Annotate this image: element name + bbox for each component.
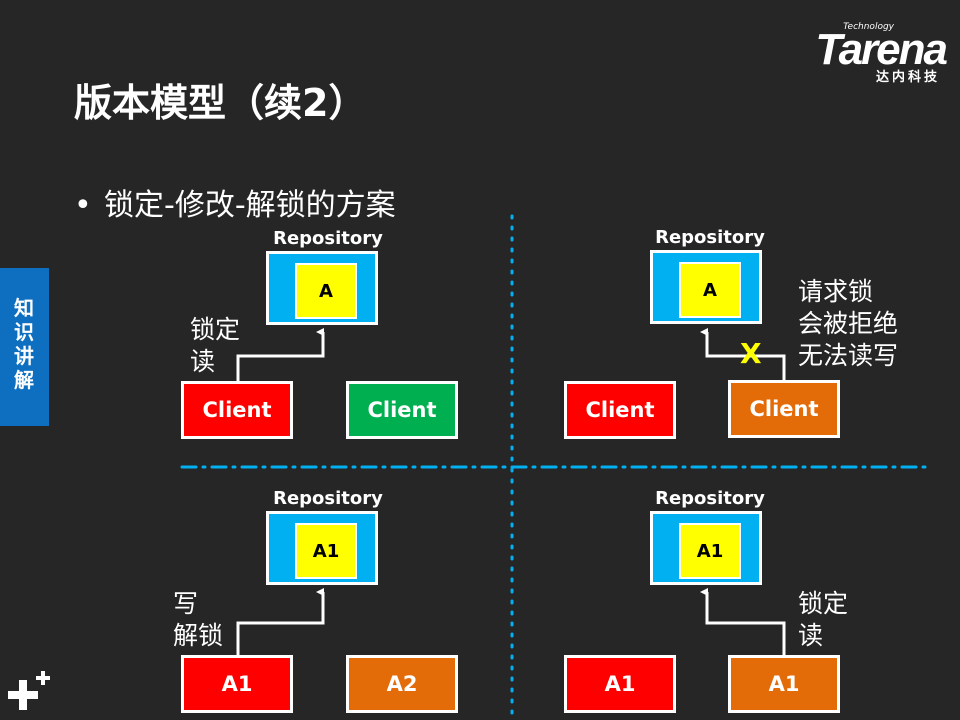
q1-client-left: Client	[181, 381, 293, 439]
q3-repository-label: Repository	[273, 488, 383, 509]
q4-repository-label: Repository	[655, 488, 765, 509]
q4-client-right: A1	[728, 655, 840, 713]
q4-connector-arrow	[700, 588, 786, 655]
q4-client-left: A1	[564, 655, 676, 713]
q3-client-left: A1	[181, 655, 293, 713]
q2-connector-arrow	[700, 328, 786, 380]
bullet-text: 锁定-修改-解锁的方案	[104, 188, 396, 223]
q2-client-right: Client	[728, 380, 840, 438]
q4-repository-item: A1	[679, 523, 741, 579]
q3-note: 写 解锁	[173, 589, 224, 650]
tarena-logo: Technology Tarena 达内科技	[776, 22, 948, 85]
q2-client-left: Client	[564, 381, 676, 439]
q1-repository-item: A	[295, 263, 357, 319]
side-tab-label: 知识讲解	[14, 296, 34, 392]
q1-repository-label: Repository	[273, 228, 383, 249]
q4-repository: A1	[650, 511, 762, 585]
q4-note: 锁定 读	[798, 589, 849, 650]
slide-title: 版本模型（续2）	[74, 81, 367, 125]
logo-brand: Tarena	[815, 25, 948, 74]
deny-x-icon: X	[740, 337, 762, 370]
q2-repository: A	[650, 250, 762, 324]
q1-repository: A	[266, 251, 378, 325]
q3-connector-arrow	[236, 588, 325, 655]
q2-note: 请求锁 会被拒绝 无法读写	[798, 277, 899, 370]
logo-tagline: Technology	[843, 22, 894, 32]
q2-repository-label: Repository	[655, 227, 765, 248]
q3-repository: A1	[266, 511, 378, 585]
q3-client-right: A2	[346, 655, 458, 713]
plus-decoration-icon	[8, 664, 58, 716]
q1-connector-arrow	[236, 328, 325, 381]
q1-client-right: Client	[346, 381, 458, 439]
logo-subtitle: 达内科技	[875, 70, 940, 85]
side-tab[interactable]: 知识讲解	[0, 268, 49, 426]
bullet-item: • 锁定-修改-解锁的方案	[74, 180, 396, 224]
bullet-dot: •	[74, 188, 92, 223]
q3-repository-item: A1	[295, 523, 357, 579]
q1-note: 锁定 读	[190, 315, 241, 376]
q2-repository-item: A	[679, 262, 741, 318]
